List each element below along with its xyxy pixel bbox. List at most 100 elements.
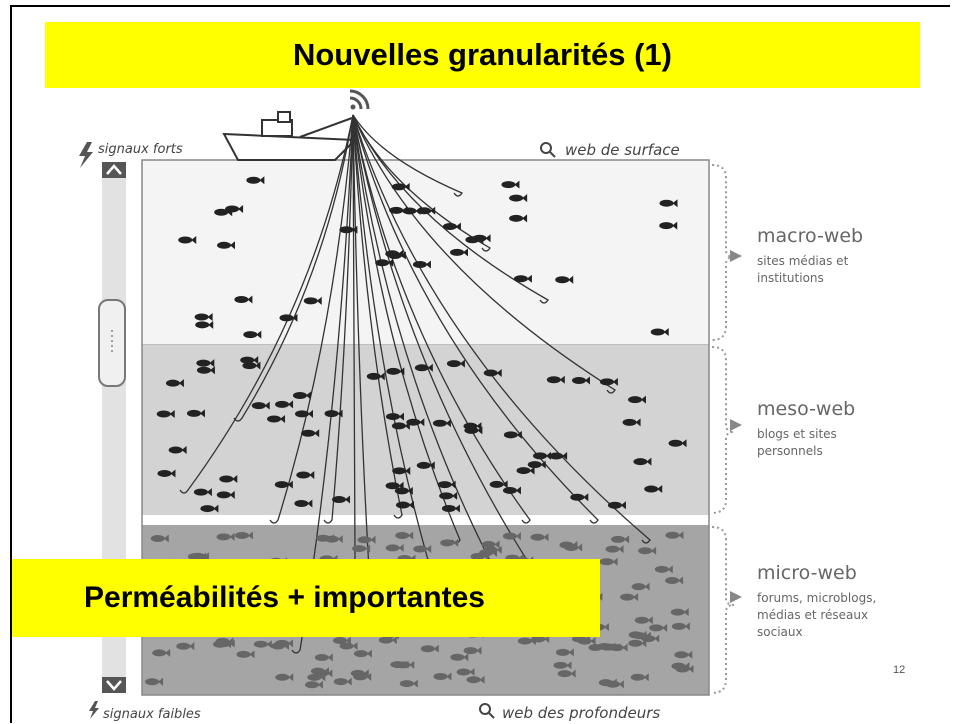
macro-web-title: macro-web	[757, 225, 864, 247]
scroll-up-icon[interactable]	[102, 162, 126, 178]
fish-icon	[292, 391, 311, 400]
slide-frame	[10, 5, 950, 723]
fish-icon	[599, 557, 618, 566]
fish-icon	[195, 320, 214, 329]
search-icon	[479, 703, 495, 719]
arrow-right-icon	[730, 419, 742, 431]
fish-icon	[303, 296, 322, 305]
micro-web-desc-line: sociaux	[757, 625, 803, 639]
fish-icon	[246, 176, 265, 185]
meso-web-title: meso-web	[757, 398, 856, 420]
fish-icon	[416, 461, 435, 470]
macro-web-desc-line: sites médias et	[757, 254, 849, 268]
fish-icon	[406, 418, 425, 427]
fish-icon	[654, 565, 673, 574]
fish-icon	[489, 480, 508, 489]
fish-icon	[386, 367, 405, 376]
micro-web-desc-line: forums, microblogs,	[757, 591, 877, 605]
fish-icon	[152, 648, 171, 657]
fish-icon	[479, 548, 498, 557]
fish-icon	[464, 426, 483, 435]
fishing-line	[352, 114, 403, 519]
fish-icon	[240, 356, 259, 365]
fish-icon	[194, 313, 213, 322]
fish-icon	[633, 457, 652, 466]
callout-banner: Perméabilités + importantes	[12, 559, 600, 637]
fish-icon	[314, 653, 333, 662]
fish-icon	[399, 679, 418, 688]
rss-icon	[349, 89, 370, 110]
fish-icon	[446, 359, 465, 368]
fish-icon	[304, 680, 323, 689]
fish-icon	[156, 409, 175, 418]
fish-icon	[417, 206, 436, 215]
fish-icon	[630, 673, 649, 682]
fish-icon	[395, 531, 414, 540]
arrow-right-icon	[730, 591, 742, 603]
fish-icon	[385, 543, 404, 552]
fish-icon	[611, 535, 630, 544]
fish-icon	[644, 485, 663, 494]
fish-icon	[150, 534, 169, 543]
fish-icon	[670, 608, 689, 617]
micro-web-desc: forums, microblogs, médias et réseaux so…	[757, 590, 876, 641]
fish-icon	[549, 452, 568, 461]
fish-icon	[502, 486, 521, 495]
macro-layer	[141, 159, 710, 346]
surface-web-label: web de surface	[565, 141, 680, 159]
fish-icon	[242, 361, 261, 370]
fish-icon	[413, 544, 432, 553]
fish-icon	[442, 222, 461, 231]
scroll-handle-icon[interactable]	[98, 299, 126, 387]
fish-icon	[392, 466, 411, 475]
fish-icon	[516, 466, 535, 475]
fish-icon	[674, 650, 693, 659]
fish-icon	[279, 313, 298, 322]
fish-icon	[234, 295, 253, 304]
fish-icon	[157, 469, 176, 478]
fish-icon	[509, 214, 528, 223]
fish-icon	[450, 248, 469, 257]
fish-icon	[196, 366, 215, 375]
fish-icon	[332, 636, 351, 645]
fish-icon	[339, 641, 358, 650]
fish-icon	[456, 668, 475, 677]
fish-icon	[665, 531, 684, 540]
fish-icon	[353, 649, 372, 658]
fish-icon	[216, 532, 235, 541]
fish-icon	[385, 412, 404, 421]
fish-icon	[501, 180, 520, 189]
fish-icon	[659, 221, 678, 230]
fish-icon	[668, 439, 687, 448]
fish-icon	[546, 375, 565, 384]
fish-icon	[665, 576, 684, 585]
arrow-right-icon	[730, 250, 742, 262]
fish-icon	[295, 409, 314, 418]
meso-brace	[711, 346, 735, 514]
fish-icon	[671, 622, 690, 631]
fish-school	[143, 176, 694, 689]
fish-icon	[598, 678, 617, 687]
fish-icon	[402, 206, 421, 215]
fishing-line	[352, 114, 549, 304]
lightning-icon	[79, 142, 93, 168]
fish-icon	[187, 552, 206, 561]
fish-icon	[634, 616, 653, 625]
slide-number: 12	[893, 664, 906, 676]
fish-icon	[531, 635, 550, 644]
title-banner: Nouvelles granularités (1)	[45, 22, 920, 88]
fish-icon	[466, 675, 485, 684]
fish-icon	[432, 419, 451, 428]
scroll-down-icon[interactable]	[102, 677, 126, 693]
meso-layer	[142, 345, 709, 515]
fish-icon	[599, 377, 618, 386]
fish-icon	[638, 546, 657, 555]
meso-web-desc: blogs et sites personnels	[757, 426, 837, 460]
fish-icon	[296, 470, 315, 479]
fish-icon	[324, 409, 343, 418]
fish-icon	[395, 501, 414, 510]
fish-icon	[217, 241, 236, 250]
meso-web-desc-line: personnels	[757, 444, 823, 458]
fish-icon	[513, 274, 532, 283]
fish-icon	[620, 593, 639, 602]
